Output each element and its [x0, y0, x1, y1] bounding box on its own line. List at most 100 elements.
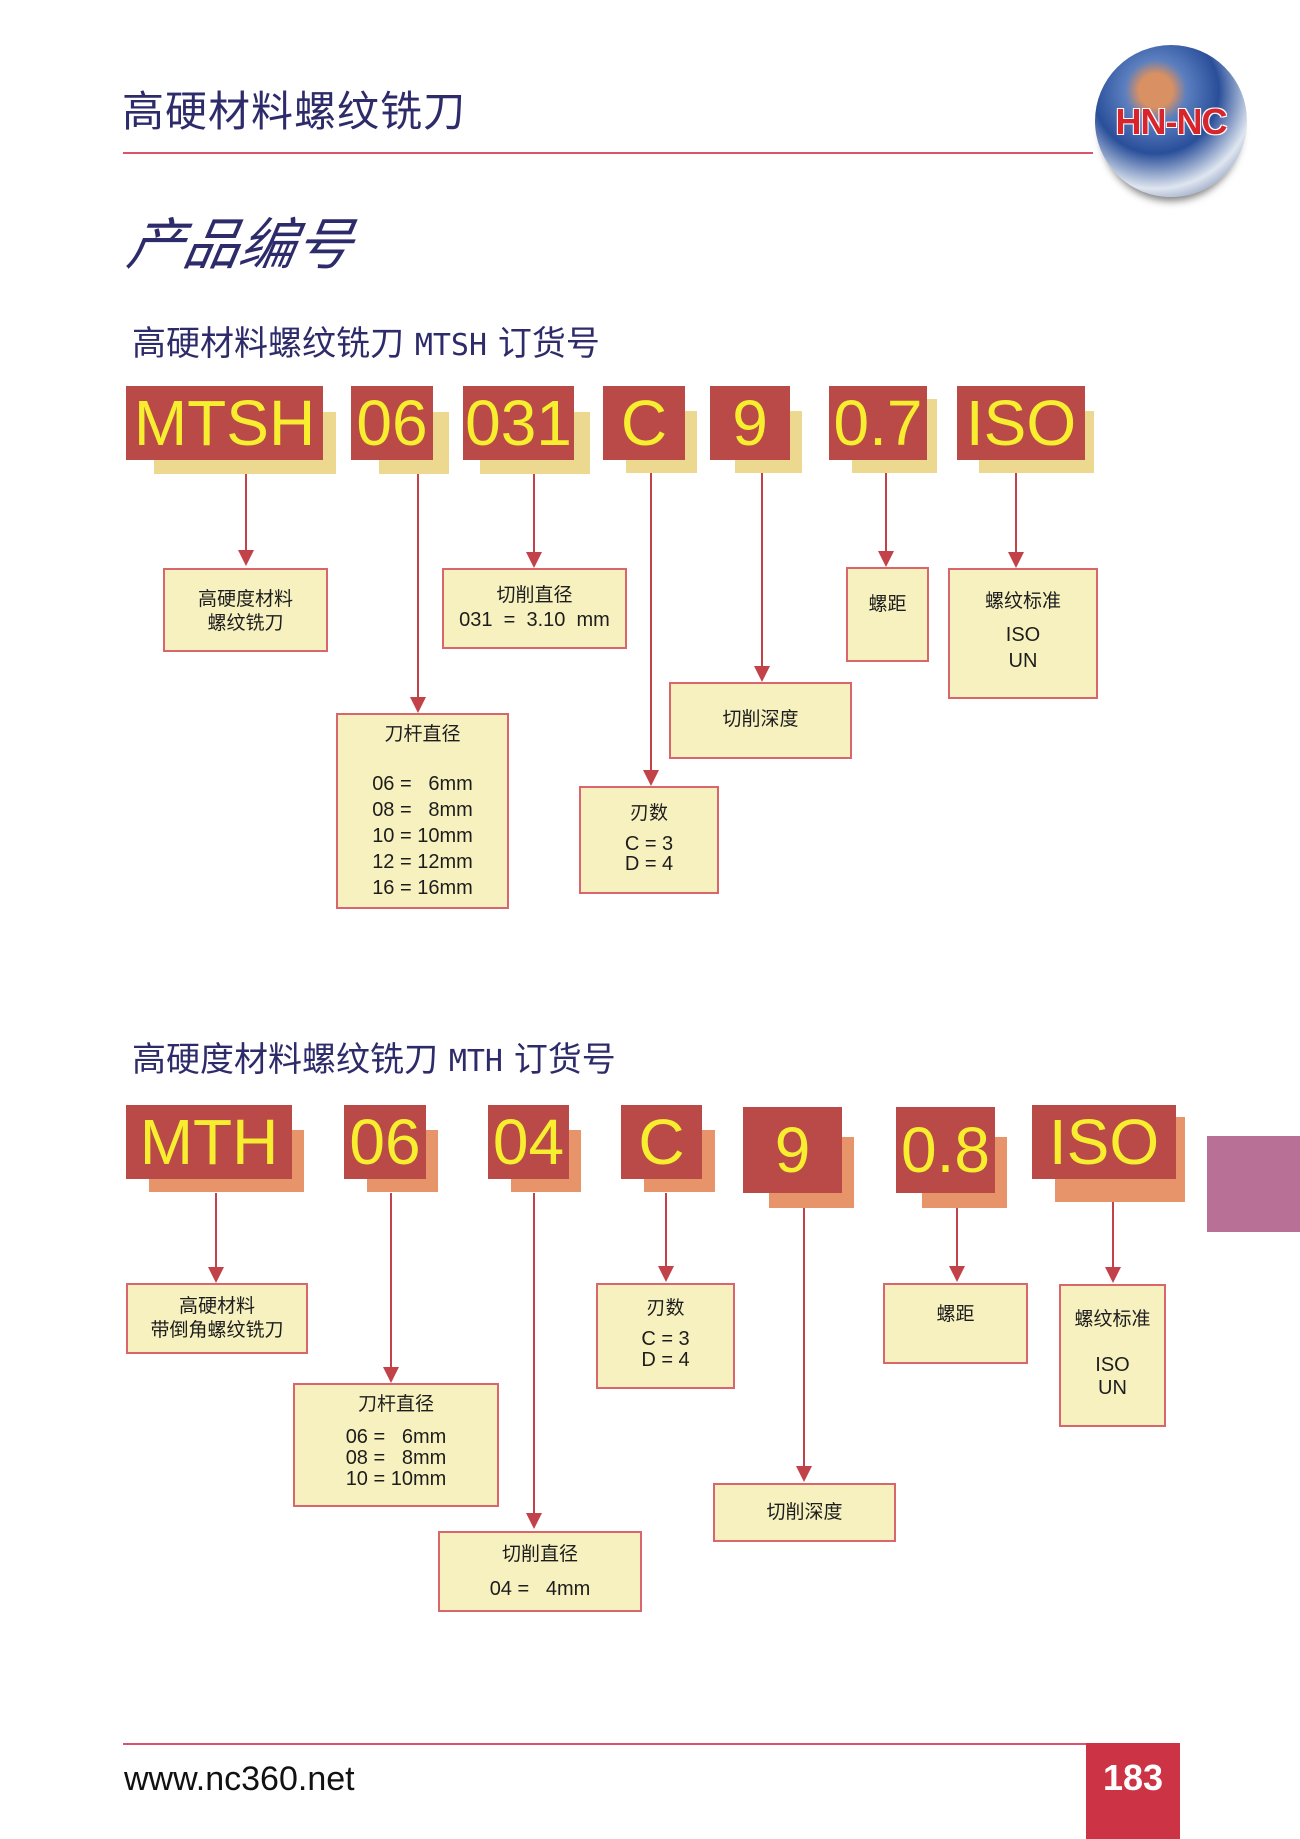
- arrow-down-icon: [1105, 1267, 1121, 1283]
- connector-line: [956, 1208, 958, 1270]
- box-line: 螺纹铣刀: [207, 611, 284, 634]
- box-row: C = 3: [641, 1327, 690, 1350]
- box-label: 切削直径: [496, 584, 573, 606]
- section2-title-code: MTH: [448, 1044, 503, 1079]
- box-line: 高硬度材料: [197, 588, 293, 610]
- box-label: 螺纹标准: [1074, 1308, 1151, 1330]
- code-face: 9: [743, 1107, 842, 1193]
- section2-title: 高硬度材料螺纹铣刀 MTH 订货号: [132, 1032, 616, 1081]
- box-row: 04 = 4mm: [489, 1577, 591, 1600]
- box-label: 切削直径: [501, 1543, 578, 1565]
- box-row: UN: [1098, 1376, 1127, 1399]
- connector-line: [885, 473, 887, 553]
- logo-text: HN-NC: [1115, 101, 1228, 142]
- footer-divider: [123, 1743, 1088, 1745]
- section2-title-suffix: 订货号: [513, 1040, 616, 1080]
- box-label: 刀杆直径: [357, 1393, 434, 1415]
- box-row: D = 4: [641, 1348, 690, 1371]
- section1-title: 高硬材料螺纹铣刀 MTSH 订货号: [132, 316, 600, 365]
- box-flute-count: 刃数 C = 3 D = 4: [579, 786, 719, 894]
- box-thread-standard: 螺纹标准 ISO UN: [948, 568, 1098, 699]
- arrow-down-icon: [383, 1367, 399, 1383]
- box-row: 08 = 8mm: [345, 1446, 447, 1469]
- box-row: 10 = 10mm: [345, 1467, 447, 1490]
- arrow-down-icon: [208, 1267, 224, 1283]
- connector-line: [533, 474, 535, 554]
- box-row: ISO: [1005, 623, 1041, 646]
- section1-title-code: MTSH: [414, 328, 488, 363]
- box-label: 刃数: [629, 802, 668, 824]
- page-number-badge: 183: [1086, 1743, 1180, 1839]
- box-cutting-diameter: 切削直径 031 = 3.10 mm: [442, 568, 627, 649]
- box-flute-count: 刃数 C = 3 D = 4: [596, 1283, 735, 1389]
- box-label: 切削深度: [722, 708, 799, 730]
- connector-line: [803, 1208, 805, 1470]
- box-line: 带倒角螺纹铣刀: [150, 1318, 284, 1341]
- header-title: 高硬材料螺纹铣刀: [122, 87, 467, 136]
- arrow-down-icon: [796, 1466, 812, 1482]
- box-row: ISO: [1095, 1353, 1130, 1376]
- box-row: 08 = 8mm: [372, 798, 473, 821]
- connector-line: [390, 1193, 392, 1370]
- box-pitch: 螺距: [846, 567, 929, 662]
- box-shank-diameter: 刀杆直径 06 = 6mm 08 = 8mm 10 = 10mm 12 = 12…: [336, 713, 509, 909]
- arrow-down-icon: [754, 666, 770, 682]
- section2-title-cn: 高硬度材料螺纹铣刀: [132, 1040, 438, 1080]
- hn-nc-globe-logo: HN-NC: [1095, 45, 1247, 197]
- box-row: 06 = 6mm: [372, 772, 473, 795]
- code-face: ISO: [1032, 1105, 1176, 1179]
- box-row: C = 3: [624, 832, 674, 855]
- arrow-down-icon: [949, 1266, 965, 1282]
- connector-line: [1112, 1202, 1114, 1270]
- box-material-type: 高硬度材料 螺纹铣刀: [163, 568, 328, 652]
- code-face: MTH: [126, 1105, 292, 1179]
- arrow-down-icon: [643, 770, 659, 786]
- box-row: 031 = 3.10 mm: [459, 608, 610, 631]
- page-number: 183: [1102, 1757, 1164, 1798]
- arrow-down-icon: [238, 550, 254, 566]
- box-row: 06 = 6mm: [345, 1425, 447, 1448]
- arrow-down-icon: [878, 551, 894, 567]
- box-label: 切削深度: [766, 1501, 843, 1523]
- box-cutting-depth: 切削深度: [669, 682, 852, 759]
- header-divider: [123, 152, 1093, 154]
- box-cutting-diameter: 切削直径 04 = 4mm: [438, 1531, 642, 1612]
- footer-url[interactable]: www.nc360.net: [124, 1760, 355, 1798]
- box-row: D = 4: [624, 852, 674, 875]
- connector-line: [761, 473, 763, 668]
- code-face: ISO: [957, 386, 1085, 460]
- box-label: 刃数: [646, 1297, 685, 1319]
- connector-line: [417, 474, 419, 699]
- chapter-side-tab: [1207, 1136, 1300, 1232]
- code-face: 04: [488, 1105, 569, 1179]
- arrow-down-icon: [526, 552, 542, 568]
- code-face: 06: [351, 386, 433, 460]
- code-face: 06: [344, 1105, 426, 1179]
- box-shank-diameter: 刀杆直径 06 = 6mm 08 = 8mm 10 = 10mm: [293, 1383, 499, 1507]
- box-material-type: 高硬材料 带倒角螺纹铣刀: [126, 1283, 308, 1354]
- box-label: 螺纹标准: [984, 590, 1061, 612]
- connector-line: [215, 1193, 217, 1270]
- code-face: C: [621, 1105, 702, 1179]
- code-face: 0.7: [829, 386, 927, 460]
- code-face: MTSH: [126, 386, 323, 460]
- arrow-down-icon: [526, 1513, 542, 1529]
- box-thread-standard: 螺纹标准 ISO UN: [1059, 1284, 1166, 1427]
- connector-line: [1015, 473, 1017, 555]
- connector-line: [533, 1193, 535, 1515]
- code-face: C: [603, 386, 685, 460]
- box-label: 螺距: [936, 1303, 975, 1325]
- box-label: 螺距: [868, 593, 907, 615]
- code-face: 031: [463, 386, 574, 460]
- box-row: 16 = 16mm: [372, 876, 473, 899]
- box-pitch: 螺距: [883, 1283, 1028, 1364]
- code-face: 9: [710, 386, 790, 460]
- box-row: 10 = 10mm: [372, 824, 473, 847]
- box-row: 12 = 12mm: [372, 850, 473, 873]
- box-cutting-depth: 切削深度: [713, 1483, 896, 1542]
- box-row: UN: [1008, 649, 1038, 672]
- connector-line: [665, 1193, 667, 1270]
- connector-line: [245, 474, 247, 554]
- box-line: 高硬材料: [178, 1295, 255, 1317]
- code-face: 0.8: [896, 1107, 995, 1193]
